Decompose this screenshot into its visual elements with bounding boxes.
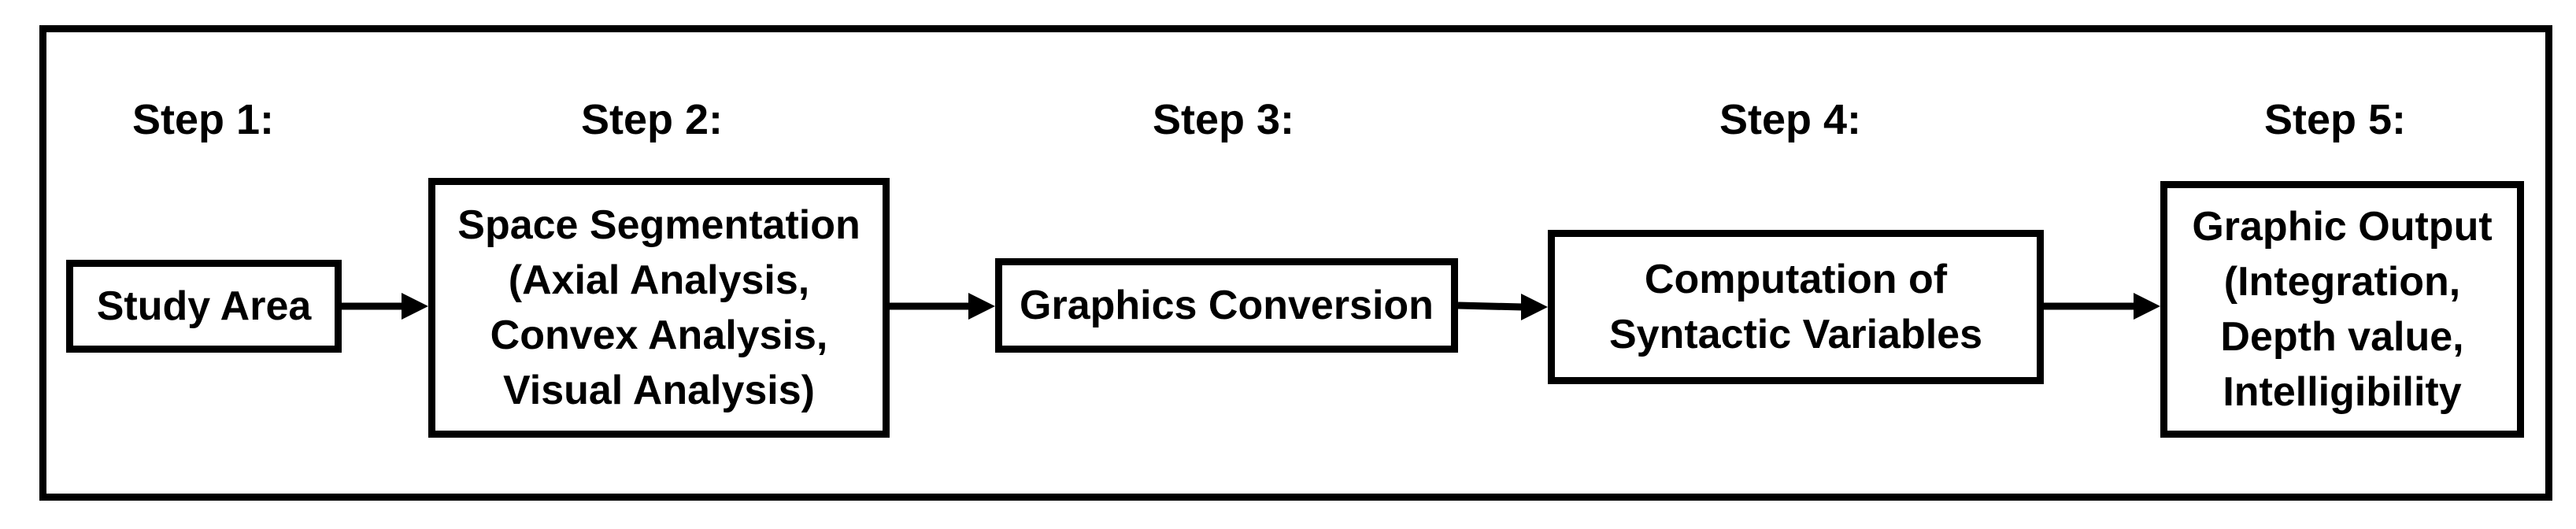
graphics-conversion-text: Graphics Conversion xyxy=(1020,283,1434,328)
step-3-label: Step 3: xyxy=(1153,96,1295,143)
space-segmentation-line-2: (Axial Analysis, xyxy=(508,257,810,303)
study-area-text: Study Area xyxy=(96,283,312,329)
arrow-3-head xyxy=(1521,294,1548,320)
graphic-output-line-3: Depth value, xyxy=(2220,314,2464,360)
space-segmentation-line-4: Visual Analysis) xyxy=(503,368,815,413)
diagram-frame xyxy=(39,25,2552,501)
graphic-output-line-4: Intelligibility xyxy=(2223,369,2462,415)
arrow-1-head xyxy=(402,293,428,320)
step-5-label: Step 5: xyxy=(2264,96,2407,143)
step-1-label: Step 1: xyxy=(132,96,275,143)
space-segmentation-line-3: Convex Analysis, xyxy=(490,313,828,358)
graphic-output-line-2: (Integration, xyxy=(2223,259,2461,305)
graphics-conversion-box: Graphics Conversion xyxy=(995,258,1458,353)
syntactic-variables-line-2: Syntactic Variables xyxy=(1608,312,1983,357)
arrow-4-head xyxy=(2134,293,2160,320)
graphic-output-box: Graphic Output (Integration, Depth value… xyxy=(2160,181,2524,438)
syntactic-variables-box: Computation of Syntactic Variables xyxy=(1548,230,2044,384)
graphic-output-line-1: Graphic Output xyxy=(2192,204,2493,250)
space-segmentation-line-1: Space Segmentation xyxy=(457,202,861,248)
space-segmentation-box: Space Segmentation (Axial Analysis, Conv… xyxy=(428,178,890,438)
arrow-2-head xyxy=(968,293,995,320)
arrow-3-line xyxy=(1457,301,1523,311)
step-4-label: Step 4: xyxy=(1719,96,1862,143)
study-area-box: Study Area xyxy=(66,260,342,353)
syntactic-variables-line-1: Computation of xyxy=(1644,257,1948,302)
step-2-label: Step 2: xyxy=(581,96,724,143)
